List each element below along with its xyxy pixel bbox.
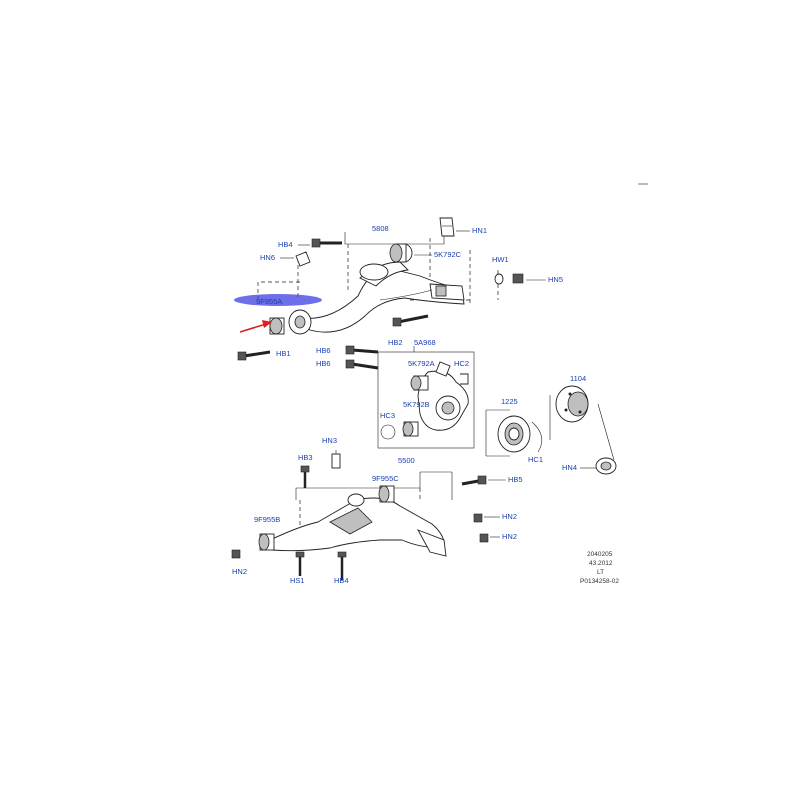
label-HB4-bottom: HB4	[334, 576, 349, 585]
label-HB6-a: HB6	[316, 346, 331, 355]
circlip-HC1	[531, 421, 543, 453]
knuckle-group	[345, 345, 475, 449]
upper-arm-group	[234, 217, 524, 361]
label-5K792A: 5K792A	[408, 359, 435, 368]
label-HN2-c: HN2	[232, 567, 247, 576]
label-HS1: HS1	[290, 576, 305, 585]
nut-HN2-a	[473, 513, 483, 523]
label-HN6: HN6	[260, 253, 275, 262]
label-5500: 5500	[398, 456, 415, 465]
label-9F955B: 9F955B	[254, 515, 280, 524]
label-5K792C: 5K792C	[434, 250, 462, 259]
bolt-HB5	[461, 475, 487, 486]
bearing-1225	[497, 415, 531, 453]
bolt-HB4-top	[311, 238, 342, 248]
label-HC2: HC2	[454, 359, 469, 368]
bushing-9F955A	[234, 294, 322, 335]
label-HC1: HC1	[528, 455, 543, 464]
hub-1104	[555, 385, 589, 423]
label-HN5: HN5	[548, 275, 563, 284]
drawing-info-line1: 2040205	[587, 551, 613, 558]
clip-HC2	[460, 373, 469, 385]
drawing-info-line4: P0134258-02	[580, 578, 619, 585]
nut-HN4	[595, 457, 617, 475]
washer-HW1	[494, 273, 504, 285]
bushing-5K792C	[389, 243, 413, 263]
bolt-HS1	[295, 551, 305, 576]
drawing-info-line3: LT	[597, 569, 604, 576]
part-labels: 5808 HN1 HB4 HN6 5K792C HW1 HN5 9F955A H…	[232, 224, 596, 585]
label-HN1: HN1	[472, 226, 487, 235]
bolt-HB6-a	[345, 345, 355, 355]
bushing-9F955C	[378, 485, 395, 503]
label-9F955A: 9F955A	[256, 297, 282, 306]
label-HN2-a: HN2	[502, 512, 517, 521]
bolt-HB6-b	[345, 359, 355, 369]
nut-HN2-c	[231, 549, 241, 559]
label-5A968: 5A968	[414, 338, 436, 347]
drawing-info-line2: 43.2012	[589, 560, 613, 567]
bolt-HB4-bottom	[337, 551, 347, 580]
label-HB1: HB1	[276, 349, 291, 358]
bolt-HB2	[392, 314, 429, 327]
bushing-9F955B	[258, 533, 275, 551]
knuckle-frame	[377, 351, 475, 449]
label-HN2-b: HN2	[502, 532, 517, 541]
label-HC3: HC3	[380, 411, 395, 420]
label-9F955C: 9F955C	[372, 474, 399, 483]
circlip-HC3	[380, 424, 396, 440]
label-HB6-b: HB6	[316, 359, 331, 368]
red-pointer-arrow	[239, 320, 272, 333]
bushing-5K792A	[410, 375, 429, 391]
nut-HN2-b	[479, 533, 489, 543]
label-HN4: HN4	[562, 463, 577, 472]
nut-HN1	[439, 217, 455, 237]
highlight-ellipse	[234, 294, 322, 306]
bearing-hub-group	[485, 385, 617, 475]
label-HW1: HW1	[492, 255, 509, 264]
label-HB5: HB5	[508, 475, 523, 484]
nut-HN6	[295, 251, 311, 267]
label-1104: 1104	[570, 374, 586, 383]
label-1225: 1225	[501, 397, 518, 406]
label-HB4-top: HB4	[278, 240, 293, 249]
lower-arm-group	[231, 450, 489, 580]
drawing-info-block: 2040205 43.2012 LT P0134258-02	[580, 551, 619, 585]
nut-HN3	[331, 453, 341, 469]
label-HB3: HB3	[298, 453, 313, 462]
nut-HN5	[512, 273, 524, 284]
bolt-HB1	[237, 350, 271, 361]
bushing-5K792B	[402, 421, 419, 437]
label-5808: 5808	[372, 224, 389, 233]
label-HB2: HB2	[388, 338, 403, 347]
label-5K792B: 5K792B	[403, 400, 430, 409]
label-HN3: HN3	[322, 436, 337, 445]
